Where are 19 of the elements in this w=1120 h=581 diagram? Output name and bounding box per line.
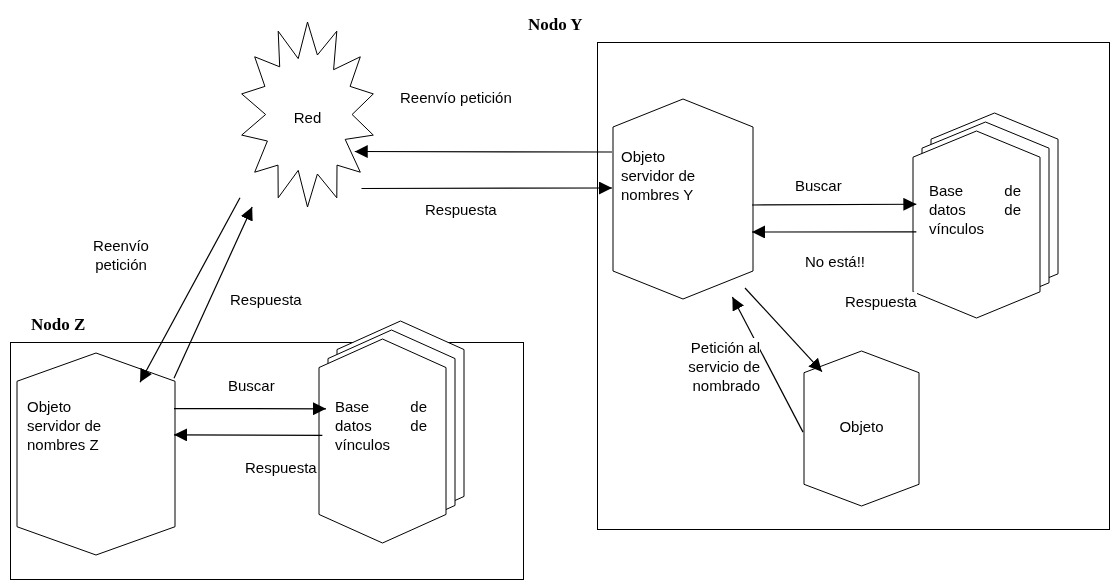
arrow <box>731 296 804 433</box>
node-label: Objeto <box>838 417 885 436</box>
node-heading: Nodo Z <box>31 315 86 335</box>
arrow <box>173 402 327 416</box>
node-label: Objeto servidor de nombres Z <box>27 397 103 454</box>
arrow <box>354 145 613 159</box>
arrow <box>173 206 253 379</box>
arrow <box>360 181 613 195</box>
arrow <box>751 225 917 239</box>
node-label: Objeto servidor de nombres Y <box>621 147 697 204</box>
arrow <box>139 197 241 383</box>
node-label: Base de datos de vínculos <box>929 181 1021 238</box>
node-heading: Nodo Y <box>528 15 583 35</box>
arrow <box>751 197 917 211</box>
edge-label: Respuesta <box>845 292 917 311</box>
node-label: Base de datos de vínculos <box>335 397 427 454</box>
arrow <box>744 287 823 373</box>
arrow <box>173 428 323 442</box>
node-label: Red <box>292 108 323 127</box>
